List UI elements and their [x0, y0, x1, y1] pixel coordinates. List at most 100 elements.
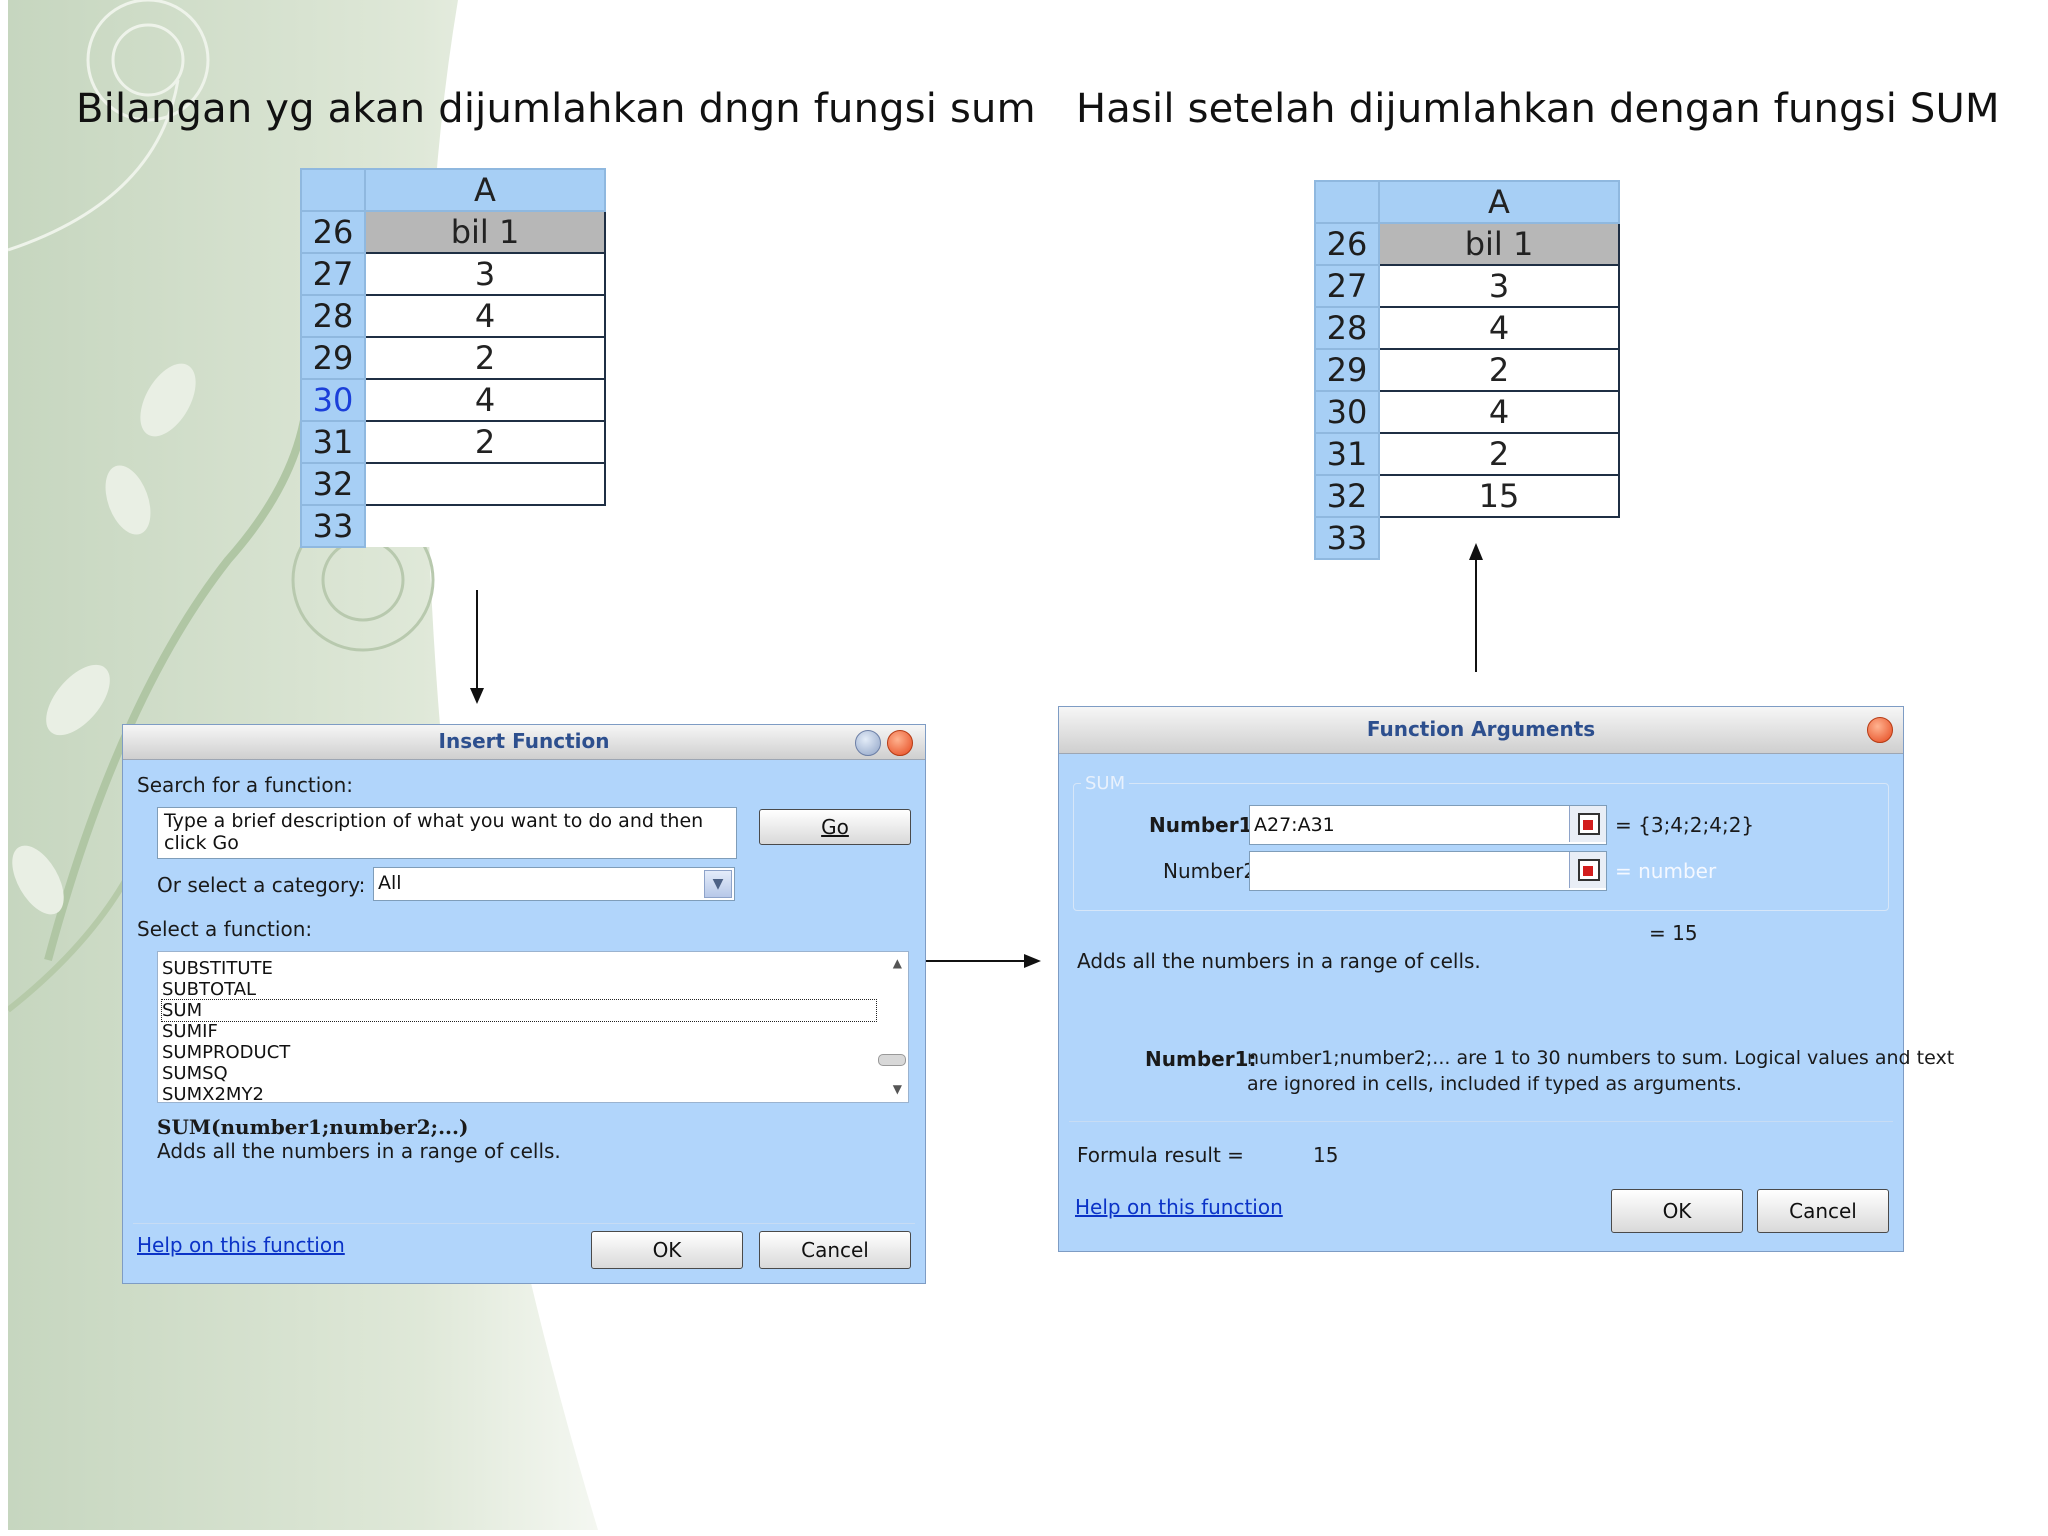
number1-value: A27:A31 [1254, 814, 1335, 836]
number2-result: = number [1615, 859, 1717, 883]
list-item[interactable]: SUMX2MY2 [162, 1084, 264, 1105]
list-item[interactable]: SUMIF [162, 1021, 218, 1042]
ok-button[interactable]: OK [1611, 1189, 1743, 1233]
row-header[interactable]: 31 [1314, 432, 1380, 476]
group-label: SUM [1081, 773, 1130, 794]
arg-help-line2: are ignored in cells, included if typed … [1247, 1073, 1742, 1095]
row-header[interactable]: 28 [1314, 306, 1380, 350]
go-button[interactable]: Go [759, 809, 911, 845]
dialog-title: Insert Function [438, 729, 610, 753]
cell[interactable] [365, 505, 605, 547]
cell[interactable]: 3 [1378, 264, 1620, 308]
close-icon[interactable] [887, 730, 913, 756]
corner-cell[interactable] [300, 168, 366, 212]
column-header-a[interactable]: A [1378, 180, 1620, 224]
list-item[interactable]: SUMSQ [162, 1063, 228, 1084]
cell[interactable]: bil 1 [364, 210, 606, 254]
arrow-down [470, 590, 484, 704]
select-function-label: Select a function: [137, 917, 313, 941]
formula-result-label: Formula result = [1077, 1143, 1244, 1167]
left-heading: Bilangan yg akan dijumlahkan dngn fungsi… [76, 86, 1036, 132]
function-description: Adds all the numbers in a range of cells… [157, 1139, 561, 1163]
help-link[interactable]: Help on this function [137, 1233, 345, 1257]
search-label: Search for a function: [137, 773, 353, 797]
category-value: All [378, 872, 402, 894]
cell[interactable] [364, 462, 606, 506]
list-item[interactable]: SUMPRODUCT [162, 1042, 291, 1063]
cell[interactable]: 2 [364, 420, 606, 464]
function-signature: SUM(number1;number2;...) [157, 1115, 469, 1139]
list-item-selected[interactable]: SUM [161, 999, 877, 1022]
scrollbar-thumb[interactable] [878, 1054, 906, 1066]
row-header[interactable]: 26 [1314, 222, 1380, 266]
scroll-up-icon[interactable]: ▲ [892, 956, 902, 970]
column-header-a[interactable]: A [364, 168, 606, 212]
collapse-dialog-icon[interactable] [1569, 852, 1606, 888]
function-description: Adds all the numbers in a range of cells… [1077, 949, 1481, 973]
list-item[interactable]: SUBTOTAL [162, 979, 257, 1000]
arg-help-line1: number1;number2;... are 1 to 30 numbers … [1247, 1047, 1955, 1069]
row-header[interactable]: 31 [300, 420, 366, 464]
arrow-up [1469, 543, 1483, 672]
collapse-dialog-icon[interactable] [1569, 806, 1606, 842]
total-result: = 15 [1649, 921, 1698, 945]
function-list[interactable]: SUBSTITUTE SUBTOTAL SUM SUMIF SUMPRODUCT… [157, 951, 909, 1105]
corner-cell[interactable] [1314, 180, 1380, 224]
number1-result: = {3;4;2;4;2} [1615, 813, 1755, 837]
cell[interactable]: 2 [1378, 348, 1620, 392]
insert-function-dialog: Insert Function Search for a function: T… [122, 724, 926, 1284]
cell[interactable]: 4 [364, 294, 606, 338]
formula-result-value: 15 [1313, 1143, 1339, 1167]
number2-input[interactable] [1249, 851, 1607, 891]
arguments-group [1073, 783, 1889, 911]
cell[interactable]: 4 [1378, 390, 1620, 434]
number1-input[interactable]: A27:A31 [1249, 805, 1607, 845]
scroll-down-icon[interactable]: ▼ [892, 1082, 902, 1096]
chevron-down-icon[interactable]: ▼ [704, 870, 732, 898]
cancel-button[interactable]: Cancel [759, 1231, 911, 1269]
row-header[interactable]: 32 [300, 462, 366, 506]
cell[interactable]: 2 [1378, 432, 1620, 476]
arrow-right [926, 954, 1041, 968]
row-header[interactable]: 28 [300, 294, 366, 338]
category-select[interactable]: All ▼ [373, 867, 735, 901]
close-icon[interactable] [1867, 717, 1893, 743]
number1-label: Number1 [1149, 813, 1253, 837]
ok-button[interactable]: OK [591, 1231, 743, 1269]
cell[interactable]: 3 [364, 252, 606, 296]
help-icon[interactable] [855, 730, 881, 756]
title-bar: Function Arguments [1059, 707, 1903, 754]
cell[interactable] [1379, 517, 1619, 559]
separator [1069, 1121, 1893, 1122]
category-label: Or select a category: [157, 873, 366, 897]
row-header[interactable]: 29 [1314, 348, 1380, 392]
row-header[interactable]: 27 [1314, 264, 1380, 308]
row-header[interactable]: 30 [1314, 390, 1380, 434]
cancel-button[interactable]: Cancel [1757, 1189, 1889, 1233]
cell-sum-result[interactable]: 15 [1378, 474, 1620, 518]
list-item[interactable]: SUBSTITUTE [162, 958, 273, 979]
separator [133, 1223, 915, 1224]
title-bar: Insert Function [123, 725, 925, 760]
row-header[interactable]: 33 [1314, 516, 1380, 560]
search-input-text: Type a brief description of what you wan… [164, 810, 704, 854]
cell[interactable]: 2 [364, 336, 606, 380]
cell[interactable]: 4 [364, 378, 606, 422]
cell[interactable]: bil 1 [1378, 222, 1620, 266]
row-header[interactable]: 33 [300, 504, 366, 548]
number2-label: Number2 [1163, 859, 1257, 883]
row-header[interactable]: 32 [1314, 474, 1380, 518]
arg-help-label: Number1: [1145, 1047, 1257, 1071]
search-input[interactable]: Type a brief description of what you wan… [157, 807, 737, 859]
function-arguments-dialog: Function Arguments SUM Number1 A27:A31 =… [1058, 706, 1954, 1252]
row-header[interactable]: 27 [300, 252, 366, 296]
cell[interactable]: 4 [1378, 306, 1620, 350]
right-heading: Hasil setelah dijumlahkan dengan fungsi … [1076, 86, 2000, 132]
row-header[interactable]: 29 [300, 336, 366, 380]
row-header[interactable]: 26 [300, 210, 366, 254]
help-link[interactable]: Help on this function [1075, 1195, 1283, 1219]
row-header-selected[interactable]: 30 [300, 378, 366, 422]
